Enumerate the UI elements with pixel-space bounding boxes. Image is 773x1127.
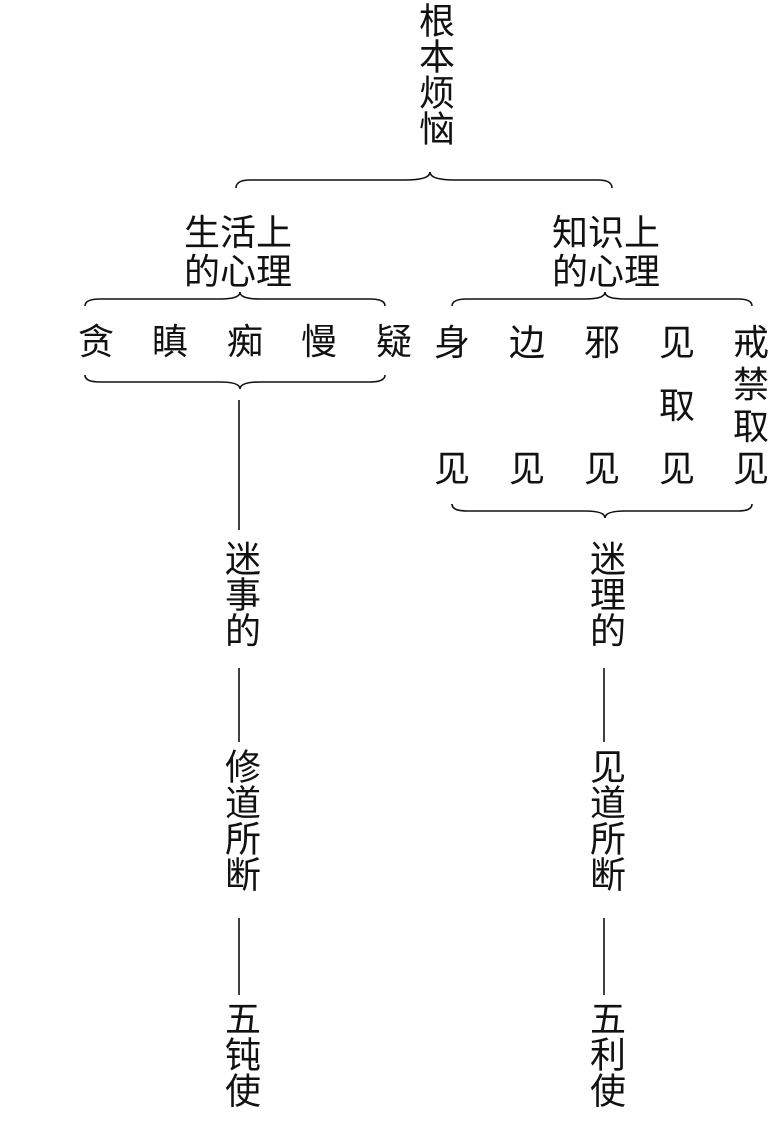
right-upper-brace bbox=[451, 291, 753, 307]
root-brace bbox=[235, 171, 613, 189]
right-item-char: 见 bbox=[658, 323, 695, 364]
root-label: 根本烦恼 bbox=[413, 2, 454, 146]
left-lower-brace bbox=[84, 374, 386, 390]
right-lower-brace bbox=[451, 503, 753, 519]
right-name: 五利使 bbox=[584, 1000, 625, 1108]
right-item: 身 见 bbox=[432, 324, 472, 490]
left-heading-line2: 的心理 bbox=[184, 252, 293, 293]
right-item-char: 身 bbox=[433, 323, 470, 364]
right-nature: 迷理的 bbox=[584, 540, 625, 648]
right-item-char: 取 bbox=[732, 407, 769, 448]
right-item: 边 见 bbox=[507, 324, 547, 490]
right-item-char: 邪 bbox=[583, 323, 620, 364]
left-item: 痴 bbox=[227, 322, 264, 363]
left-item: 贪 bbox=[78, 322, 115, 363]
right-item: 戒 禁 取 见 bbox=[731, 324, 771, 490]
left-nature: 迷事的 bbox=[219, 540, 260, 648]
left-name: 五钝使 bbox=[219, 1000, 260, 1108]
right-item-char: 见 bbox=[732, 449, 769, 490]
right-heading-line1: 知识上 bbox=[552, 213, 661, 254]
left-upper-brace bbox=[84, 291, 386, 307]
right-item-char: 见 bbox=[433, 449, 470, 490]
left-item: 慢 bbox=[301, 322, 338, 363]
right-item-char: 边 bbox=[508, 323, 545, 364]
left-item: 疑 bbox=[376, 322, 413, 363]
left-heading-line1: 生活上 bbox=[184, 213, 293, 254]
right-item-char: 见 bbox=[658, 449, 695, 490]
left-cut-by: 修道所断 bbox=[219, 748, 260, 892]
left-item: 瞋 bbox=[152, 322, 189, 363]
right-heading-line2: 的心理 bbox=[552, 252, 661, 293]
right-item: 见 取 见 bbox=[657, 324, 697, 490]
right-item: 邪 见 bbox=[582, 324, 622, 490]
right-item-char: 戒 bbox=[732, 323, 769, 364]
right-item-char: 禁 bbox=[732, 365, 769, 406]
right-item-char: 取 bbox=[658, 386, 695, 427]
right-item-char: 见 bbox=[583, 449, 620, 490]
right-item-char: 见 bbox=[508, 449, 545, 490]
right-cut-by: 见道所断 bbox=[584, 748, 625, 892]
